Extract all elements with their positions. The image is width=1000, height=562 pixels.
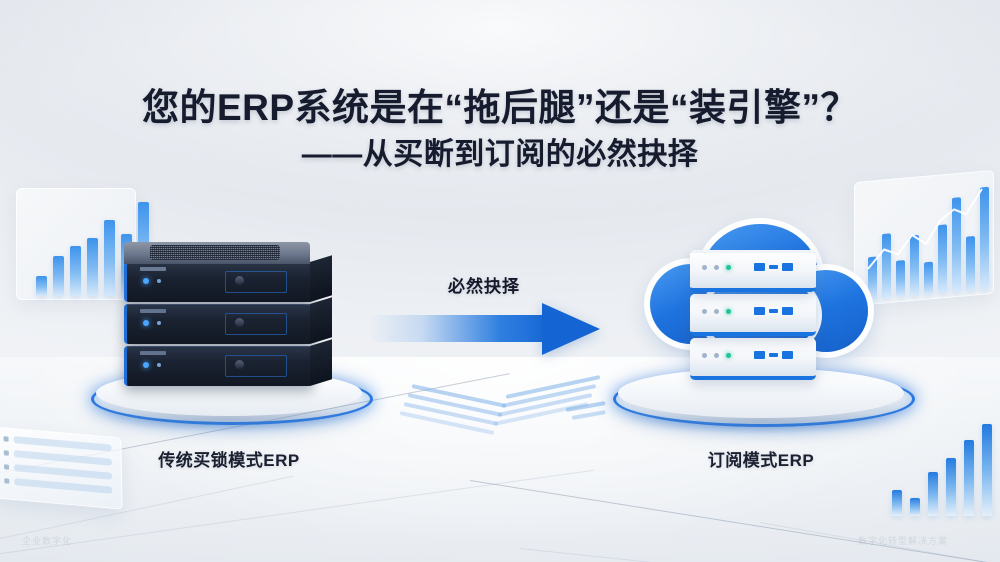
progress-row: [3, 449, 112, 466]
bar: [982, 424, 992, 516]
server-knob: [235, 318, 244, 327]
server-vent-grille: [225, 355, 287, 377]
status-led-icon: [157, 321, 161, 325]
bar: [910, 498, 920, 516]
right-lower-bar-chart: [892, 424, 992, 516]
row-marker: [3, 450, 9, 456]
progress-row: [4, 463, 113, 480]
drive-slot-group: [754, 307, 793, 315]
arrow-label: 必然抉择: [448, 277, 520, 296]
server-knob: [235, 276, 244, 285]
power-led-icon: [143, 362, 149, 368]
on-premise-server-stack: [124, 242, 332, 390]
cloud-server-top-lid: [690, 250, 816, 253]
progress-track: [13, 436, 112, 452]
cloud-server-unit: [690, 338, 816, 380]
bar: [53, 256, 64, 296]
watermark-left: 企业数字化: [22, 536, 73, 546]
left-platform: [91, 370, 373, 432]
arrow-shaft: [372, 315, 550, 342]
bar: [946, 458, 956, 516]
progress-row: [4, 477, 113, 494]
progress-track: [14, 464, 113, 480]
transition-arrow: [372, 303, 600, 355]
status-led-group: [702, 309, 731, 314]
server-mesh-grille: [150, 245, 280, 260]
headline-secondary: ——从买断到订阅的必然抉择: [301, 137, 699, 171]
bar: [928, 472, 938, 516]
cloud-server-unit: [690, 250, 816, 292]
right-scene-caption: 订阅模式ERP: [707, 451, 815, 470]
progress-track: [14, 478, 113, 494]
headline-primary: 您的ERP系统是在“拖后腿”还是“装引擎”？: [141, 87, 859, 128]
server-side-panel: [310, 255, 332, 302]
server-unit: [124, 304, 313, 344]
arrow-head-icon: [542, 303, 600, 355]
server-knob: [235, 360, 244, 369]
bar: [36, 276, 47, 296]
cloud-server-group: [650, 224, 868, 380]
row-marker: [4, 478, 10, 484]
watermark-right: 数字化转型解决方案: [858, 536, 949, 546]
server-brand-mark: [140, 351, 166, 355]
bar: [70, 246, 81, 296]
server-brand-mark: [140, 267, 166, 271]
chevron-flow-pattern: [399, 375, 620, 435]
bar: [892, 490, 902, 516]
power-led-icon: [143, 320, 149, 326]
status-led-group: [702, 353, 731, 358]
bar: [87, 238, 98, 296]
row-marker: [4, 464, 10, 470]
row-marker: [3, 436, 9, 442]
server-vent-grille: [225, 313, 287, 335]
server-brand-mark: [140, 309, 166, 313]
server-unit: [124, 346, 313, 386]
progress-row: [3, 435, 112, 452]
status-led-icon: [157, 363, 161, 367]
drive-slot-group: [754, 263, 793, 271]
server-unit: [124, 262, 313, 302]
headline-block: 您的ERP系统是在“拖后腿”还是“装引擎”？ ——从买断到订阅的必然抉择: [0, 86, 1000, 173]
left-scene-caption: 传统买锁模式ERP: [158, 451, 300, 470]
power-led-icon: [143, 278, 149, 284]
bar: [964, 440, 974, 516]
background-glow: [0, 0, 1000, 220]
drive-slot-group: [754, 351, 793, 359]
status-led-icon: [157, 279, 161, 283]
server-top-lid: [124, 242, 310, 264]
server-vent-grille: [225, 271, 287, 293]
cloud-server-unit: [690, 294, 816, 336]
server-side-panel: [310, 297, 332, 344]
server-side-panel: [310, 339, 332, 386]
right-chart-trend-line: [867, 188, 983, 270]
progress-track: [13, 450, 112, 466]
bar: [104, 220, 115, 296]
status-led-group: [702, 265, 731, 270]
